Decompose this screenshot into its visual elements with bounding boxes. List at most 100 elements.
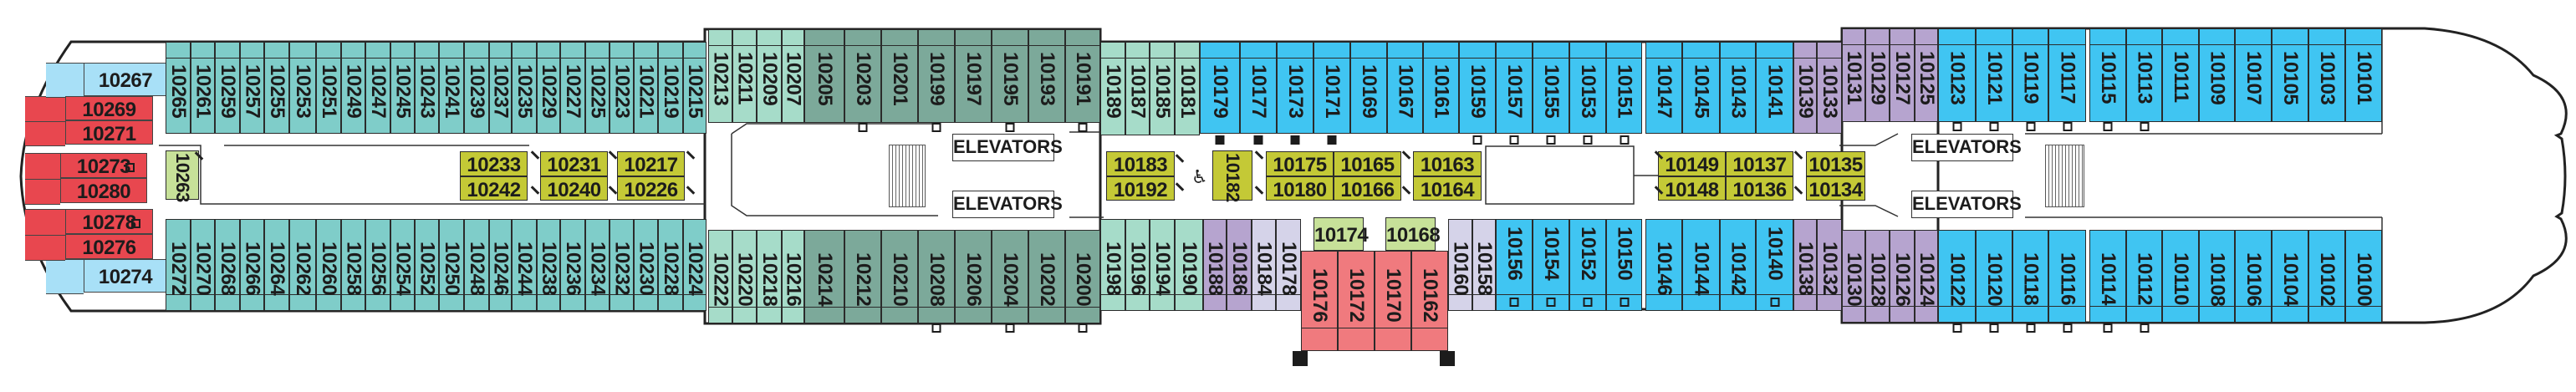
cabin-10115[interactable]: 10115 xyxy=(2089,28,2126,131)
cabin-10141[interactable]: 10141 xyxy=(1756,42,1793,134)
cabin-10139[interactable]: 10139 xyxy=(1793,42,1817,134)
cabin-10256[interactable]: 10256 xyxy=(365,219,390,311)
cabin-10231[interactable]: 10231 xyxy=(540,151,608,176)
cabin-10187[interactable]: 10187 xyxy=(1125,42,1150,135)
cabin-10121[interactable]: 10121 xyxy=(1976,28,2012,131)
cabin-10116[interactable]: 10116 xyxy=(2048,230,2086,333)
cabin-10211[interactable]: 10211 xyxy=(732,29,757,123)
cabin-10232[interactable]: 10232 xyxy=(610,219,634,311)
cabin-10196[interactable]: 10196 xyxy=(1125,219,1150,311)
cabin-10178[interactable]: 10178 xyxy=(1276,219,1301,311)
cabin-10205[interactable]: 10205 xyxy=(804,29,844,123)
cabin-10235[interactable]: 10235 xyxy=(512,42,537,134)
cabin-10102[interactable]: 10102 xyxy=(2308,230,2345,323)
cabin-10274[interactable]: 10274 xyxy=(84,259,167,293)
cabin-10148[interactable]: 10148 xyxy=(1658,176,1726,201)
cabin-10107[interactable]: 10107 xyxy=(2235,28,2272,122)
cabin-10198[interactable]: 10198 xyxy=(1100,219,1125,311)
cabin-10250[interactable]: 10250 xyxy=(439,219,464,311)
cabin-10168[interactable]: 10168 xyxy=(1385,217,1441,251)
cabin-10119[interactable]: 10119 xyxy=(2012,28,2048,131)
cabin-10251[interactable]: 10251 xyxy=(316,42,341,134)
cabin-10217[interactable]: 10217 xyxy=(617,151,685,176)
cabin-10143[interactable]: 10143 xyxy=(1720,42,1756,134)
cabin-10234[interactable]: 10234 xyxy=(585,219,610,311)
cabin-10144[interactable]: 10144 xyxy=(1682,219,1720,311)
cabin-10171[interactable]: 10171 xyxy=(1314,42,1350,145)
cabin-10258[interactable]: 10258 xyxy=(341,219,365,311)
cabin-10241[interactable]: 10241 xyxy=(439,42,464,134)
cabin-10228[interactable]: 10228 xyxy=(658,219,683,311)
cabin-10137[interactable]: 10137 xyxy=(1726,151,1793,176)
cabin-10230[interactable]: 10230 xyxy=(634,219,658,311)
cabin-10221[interactable]: 10221 xyxy=(634,42,658,134)
cabin-10192[interactable]: 10192 xyxy=(1106,176,1175,201)
cabin-10151[interactable]: 10151 xyxy=(1606,42,1642,145)
cabin-10145[interactable]: 10145 xyxy=(1682,42,1720,134)
cabin-10153[interactable]: 10153 xyxy=(1569,42,1606,145)
cabin-10176[interactable]: 10176 xyxy=(1301,251,1338,351)
cabin-10111[interactable]: 10111 xyxy=(2162,28,2199,122)
cabin-10272[interactable]: 10272 xyxy=(166,219,191,311)
cabin-10278[interactable]: 10278 xyxy=(65,209,153,234)
cabin-10253[interactable]: 10253 xyxy=(289,42,316,134)
cabin-10200[interactable]: 10200 xyxy=(1065,230,1100,333)
cabin-10199[interactable]: 10199 xyxy=(918,29,955,132)
cabin-10135[interactable]: 10135 xyxy=(1806,151,1865,176)
cabin-10270[interactable]: 10270 xyxy=(191,219,215,311)
cabin-10156[interactable]: 10156 xyxy=(1496,219,1533,311)
cabin-10146[interactable]: 10146 xyxy=(1645,219,1682,311)
cabin-10243[interactable]: 10243 xyxy=(415,42,439,134)
cabin-10113[interactable]: 10113 xyxy=(2126,28,2162,131)
cabin-10149[interactable]: 10149 xyxy=(1658,151,1726,176)
cabin-10163[interactable]: 10163 xyxy=(1413,151,1482,176)
cabin-10161[interactable]: 10161 xyxy=(1423,42,1459,134)
cabin-10193[interactable]: 10193 xyxy=(1028,29,1065,123)
cabin-10152[interactable]: 10152 xyxy=(1569,219,1606,311)
cabin-10242[interactable]: 10242 xyxy=(460,176,528,201)
cabin-10269[interactable]: 10269 xyxy=(65,96,153,120)
cabin-10215[interactable]: 10215 xyxy=(683,42,706,134)
cabin-10185[interactable]: 10185 xyxy=(1150,42,1175,135)
cabin-10134[interactable]: 10134 xyxy=(1806,176,1865,201)
cabin-10252[interactable]: 10252 xyxy=(415,219,439,311)
cabin-10100[interactable]: 10100 xyxy=(2345,230,2382,323)
cabin-10194[interactable]: 10194 xyxy=(1150,219,1175,311)
cabin-10140[interactable]: 10140 xyxy=(1756,219,1793,311)
cabin-10229[interactable]: 10229 xyxy=(537,42,560,134)
cabin-10266[interactable]: 10266 xyxy=(240,219,264,311)
cabin-10167[interactable]: 10167 xyxy=(1387,42,1423,134)
cabin-10150[interactable]: 10150 xyxy=(1606,219,1642,311)
cabin-10244[interactable]: 10244 xyxy=(512,219,537,311)
cabin-10106[interactable]: 10106 xyxy=(2235,230,2272,323)
cabin-10204[interactable]: 10204 xyxy=(992,230,1028,333)
cabin-10181[interactable]: 10181 xyxy=(1175,42,1200,135)
cabin-10173[interactable]: 10173 xyxy=(1277,42,1314,145)
cabin-10127[interactable]: 10127 xyxy=(1890,28,1915,122)
cabin-10202[interactable]: 10202 xyxy=(1028,230,1065,323)
cabin-10209[interactable]: 10209 xyxy=(757,29,782,123)
cabin-10273[interactable]: 10273 xyxy=(60,153,147,178)
cabin-10254[interactable]: 10254 xyxy=(390,219,415,311)
cabin-10133[interactable]: 10133 xyxy=(1817,42,1842,134)
cabin-10142[interactable]: 10142 xyxy=(1720,219,1756,311)
cabin-10136[interactable]: 10136 xyxy=(1726,176,1793,201)
cabin-10117[interactable]: 10117 xyxy=(2048,28,2086,131)
cabin-10197[interactable]: 10197 xyxy=(955,29,992,123)
cabin-10210[interactable]: 10210 xyxy=(881,230,918,323)
cabin-10158[interactable]: 10158 xyxy=(1472,219,1496,311)
cabin-10267[interactable]: 10267 xyxy=(84,63,167,96)
cabin-10174[interactable]: 10174 xyxy=(1314,217,1369,251)
cabin-10236[interactable]: 10236 xyxy=(560,219,585,311)
cabin-10183[interactable]: 10183 xyxy=(1106,151,1175,176)
cabin-10157[interactable]: 10157 xyxy=(1496,42,1533,145)
cabin-10128[interactable]: 10128 xyxy=(1865,230,1890,323)
cabin-10208[interactable]: 10208 xyxy=(918,230,955,333)
cabin-10186[interactable]: 10186 xyxy=(1227,219,1252,311)
cabin-10122[interactable]: 10122 xyxy=(1938,230,1976,333)
cabin-10175[interactable]: 10175 xyxy=(1266,151,1334,176)
cabin-10130[interactable]: 10130 xyxy=(1842,230,1865,323)
cabin-10265[interactable]: 10265 xyxy=(166,42,191,134)
cabin-10184[interactable]: 10184 xyxy=(1252,219,1276,311)
cabin-10271[interactable]: 10271 xyxy=(65,120,153,145)
